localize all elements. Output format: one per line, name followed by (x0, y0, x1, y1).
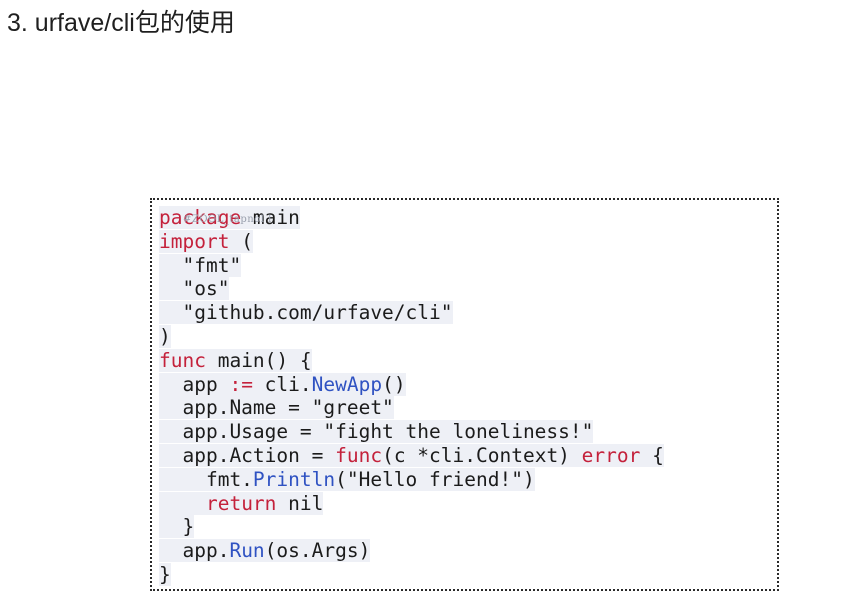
code-line: app.Action = func(c *cli.Context) error … (159, 443, 664, 468)
code-line-text: app.Usage = "fight the loneliness!" (159, 420, 594, 444)
code-text: () (382, 372, 406, 396)
code-text: (os.Args) (264, 539, 371, 563)
code-line: app.Run(os.Args) (159, 539, 664, 563)
code-line-text: app.Action = func(c *cli.Context) error … (159, 443, 664, 467)
code-text: } (159, 562, 171, 586)
code-line: "fmt" (159, 253, 664, 278)
code-line: ) (159, 324, 664, 349)
code-keyword: package (159, 206, 242, 229)
code-line-text: "os" (159, 277, 230, 301)
code-line-text: app := cli.NewApp() (159, 372, 406, 396)
code-line-text: ) (159, 324, 171, 348)
code-keyword: func (159, 348, 206, 372)
code-text: (c *cli.Context) (382, 443, 582, 467)
code-line: "os" (159, 277, 664, 301)
code-line-text: package main (159, 206, 300, 229)
code-line: return nil (159, 491, 664, 516)
watermark: #ZOOL_tapnol l (183, 214, 272, 225)
code-line-text: return nil (159, 491, 324, 515)
code-text: "github.com/urfave/cli" (159, 301, 453, 325)
code-keyword: error (581, 443, 641, 467)
code-line-text: "fmt" (159, 253, 242, 277)
code-text: { (640, 443, 664, 467)
code-text: ("Hello friend!") (335, 467, 535, 491)
code-keyword: := (229, 372, 253, 396)
code-line: } (159, 515, 664, 539)
code-function: Run (229, 539, 265, 563)
code-text: main() { (205, 348, 312, 372)
code-line: import ( (159, 229, 664, 254)
code-line-text: app.Name = "greet" (159, 396, 394, 420)
code-text: ( (229, 229, 253, 253)
code-line-text: import ( (159, 229, 253, 253)
code-text: "fmt" (159, 253, 242, 277)
code-keyword: import (159, 229, 230, 253)
code-function: Println (252, 467, 336, 491)
code-text: app. (159, 539, 230, 563)
code-line: app := cli.NewApp() (159, 372, 664, 397)
code-line-text: func main() { (159, 348, 312, 372)
code-line: app.Name = "greet" (159, 396, 664, 420)
code-line: fmt.Println("Hello friend!") (159, 467, 664, 492)
code-line-text: } (159, 562, 171, 586)
code-line: package main (159, 206, 664, 230)
code-line-text: } (159, 515, 195, 539)
code-text: app.Usage = "fight the loneliness!" (159, 420, 594, 444)
code-line: } (159, 562, 664, 587)
slide-title: 3. urfave/cli包的使用 (7, 9, 235, 37)
code-function: NewApp (311, 372, 383, 396)
code-text: nil (276, 491, 324, 515)
code-text (159, 492, 206, 515)
code-line-text: app.Run(os.Args) (159, 539, 371, 563)
code-text: } (159, 515, 195, 539)
code-line: "github.com/urfave/cli" (159, 301, 664, 325)
code-line-text: fmt.Println("Hello friend!") (159, 467, 535, 491)
code-line: func main() { (159, 348, 664, 373)
code-text: app.Name = "greet" (159, 396, 394, 420)
code-text: main (241, 206, 300, 229)
code-text: cli. (252, 372, 312, 396)
code-text: fmt. (159, 467, 253, 491)
code-keyword: return (205, 491, 277, 515)
code-line: app.Usage = "fight the loneliness!" (159, 420, 664, 444)
code-text: app (159, 372, 230, 396)
code-keyword: func (335, 443, 383, 467)
code-line-text: "github.com/urfave/cli" (159, 301, 453, 325)
code-text: app.Action = (159, 443, 336, 467)
code-text: ) (159, 324, 171, 348)
code-text: "os" (159, 277, 230, 301)
